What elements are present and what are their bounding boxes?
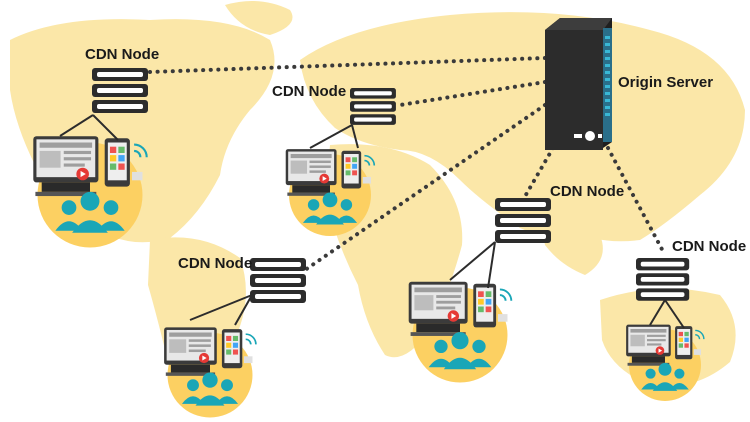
cdn-node-3 — [163, 258, 306, 419]
cdn-server-stack-icon — [250, 258, 306, 303]
user-devices-icon — [407, 280, 513, 384]
connector-line — [303, 103, 547, 272]
cdn-server-stack-icon — [636, 258, 690, 301]
cdn-node-label: CDN Node — [672, 238, 747, 255]
cdn-node-1 — [32, 68, 148, 249]
cdn-node-2 — [284, 88, 396, 237]
cdn-node-label: CDN Node — [178, 255, 253, 272]
cdn-node-label: CDN Node — [550, 183, 625, 200]
connector-line — [398, 80, 547, 107]
origin-server-label: Origin Server — [618, 74, 714, 91]
cdn-server-stack-icon — [495, 198, 551, 243]
origin-server-icon — [545, 18, 612, 150]
connector-line — [148, 56, 547, 74]
connector-line — [518, 146, 555, 207]
cdn-server-stack-icon — [92, 68, 148, 113]
connectors — [148, 56, 667, 272]
cdn-node-4 — [407, 198, 551, 384]
cdn-node-5 — [625, 258, 705, 402]
user-devices-icon — [163, 326, 257, 419]
cdn-server-stack-icon — [350, 88, 396, 125]
cdn-node-label: CDN Node — [85, 46, 160, 63]
connector-line — [606, 146, 667, 257]
cdn-node-label: CDN Node — [272, 83, 347, 100]
user-devices-icon — [625, 323, 705, 402]
